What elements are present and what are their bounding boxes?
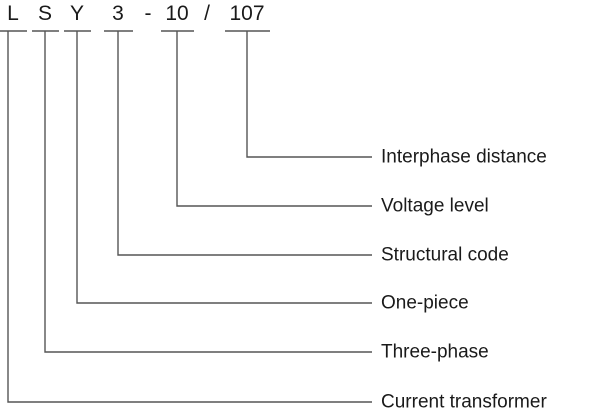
- callout-label-current-transformer: Current transformer: [381, 391, 547, 413]
- callout-label-three-phase: Three-phase: [381, 341, 489, 363]
- callout-label-structural-code: Structural code: [381, 244, 509, 266]
- leader-line-structural-code: [117, 31, 372, 256]
- leader-line-three-phase: [44, 31, 372, 353]
- leader-drop-group: [7, 31, 372, 403]
- code-segment-y: Y: [69, 2, 85, 25]
- callout-label-voltage-level: Voltage level: [381, 195, 489, 217]
- callout-label-interphase-distance: Interphase distance: [381, 146, 547, 168]
- code-segment-3: 3: [112, 2, 124, 25]
- callout-label-one-piece: One-piece: [381, 292, 469, 314]
- leader-line-interphase-distance: [246, 31, 372, 158]
- code-segment-dash: -: [144, 2, 152, 25]
- code-segment-107: 107: [229, 2, 265, 25]
- code-segment-l: L: [7, 2, 19, 25]
- product-code-string: L S Y 3 - 10 / 107: [0, 0, 600, 40]
- code-segment-slash: /: [204, 2, 210, 25]
- leader-line-one-piece: [76, 31, 372, 304]
- code-segment-s: S: [37, 2, 53, 25]
- leader-line-voltage-level: [176, 31, 372, 207]
- leader-line-current-transformer: [7, 31, 372, 403]
- code-segment-10: 10: [165, 2, 189, 25]
